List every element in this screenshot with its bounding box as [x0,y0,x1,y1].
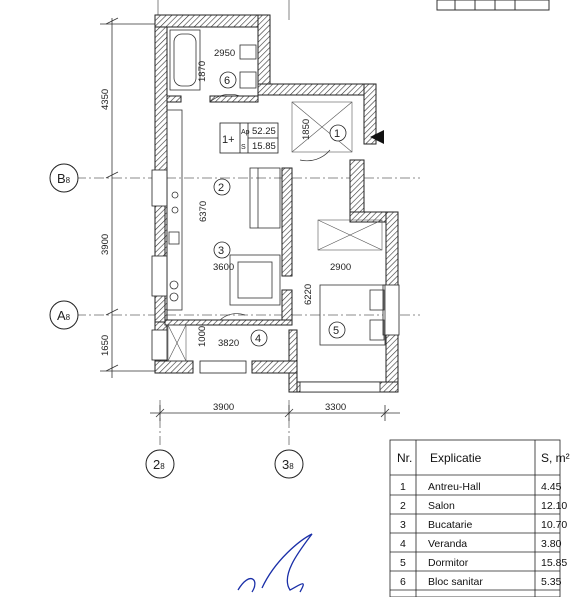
legend-row-6-name: Bloc sanitar [428,576,483,588]
apartment-mark: 1+ [222,134,235,146]
legend-header-nr: Nr. [397,451,412,465]
ap-label: Ap [241,129,250,136]
site-thumbnail [436,0,550,11]
area-total: 52.25 [252,126,276,137]
interior-walls [154,95,293,326]
entrance-arrow-icon [370,130,384,144]
axis-3: 38 [282,457,294,472]
area-living: 15.85 [252,141,276,152]
legend-row-1-nr: 1 [400,481,406,493]
kitchen-counter [166,109,183,311]
dim-3600: 3600 [213,262,234,273]
exterior-walls [154,14,399,393]
room-mark-5: 5 [333,325,339,337]
legend-row-2-nr: 2 [400,500,406,512]
door-swings [209,94,331,321]
dim-left-3900: 3900 [100,234,111,255]
legend-row-5-area: 15.85 [541,557,567,569]
left-dimension-chain [100,17,160,378]
axis-2: 28 [153,457,165,472]
legend-row-5-nr: 5 [400,557,406,569]
bottom-dimension-chain [150,405,400,421]
legend-header-expl: Explicatie [430,451,482,465]
dim-1850: 1850 [301,119,312,140]
dim-bottom-3300: 3300 [325,402,346,413]
dim-3820: 3820 [218,338,239,349]
legend-row-1-area: 4.45 [541,481,562,493]
apartment-tag [219,122,279,154]
legend-row-4-name: Veranda [428,538,467,550]
dim-left-4350: 4350 [100,89,111,110]
dim-2950: 2950 [214,48,235,59]
s-label: S [241,144,246,151]
dim-1000: 1000 [197,326,208,347]
axis-b: B8 [57,171,71,186]
room-mark-4: 4 [255,333,261,345]
signature [237,533,313,593]
legend-row-4-nr: 4 [400,538,406,550]
legend-row-6-area: 5.35 [541,576,562,588]
room-mark-2: 2 [218,182,224,194]
room-mark-1: 1 [334,128,340,140]
dim-2900: 2900 [330,262,351,273]
legend-row-6-nr: 6 [400,576,406,588]
legend-header-area: S, m² [541,451,570,465]
legend-row-2-name: Salon [428,500,455,512]
legend-row-1-name: Antreu-Hall [428,481,481,493]
bathroom-fixtures [169,29,257,91]
living-furniture [229,167,281,306]
legend-row-3-name: Bucatarie [428,519,473,531]
dim-bottom-3900: 3900 [213,402,234,413]
room-mark-3: 3 [218,245,224,257]
legend-row-5-name: Dormitor [428,557,469,569]
axis-a: A8 [57,308,71,323]
legend-row-3-nr: 3 [400,519,406,531]
room-mark-6: 6 [224,75,230,87]
legend-row-4-area: 3.80 [541,538,562,550]
dim-left-1650: 1650 [100,335,111,356]
bed [319,284,386,346]
legend-row-3-area: 10.70 [541,519,567,531]
dim-6220: 6220 [303,284,314,305]
dim-6370: 6370 [198,201,209,222]
legend-row-2-area: 12.10 [541,500,567,512]
legend-table [389,439,561,597]
dim-1870: 1870 [197,61,208,82]
